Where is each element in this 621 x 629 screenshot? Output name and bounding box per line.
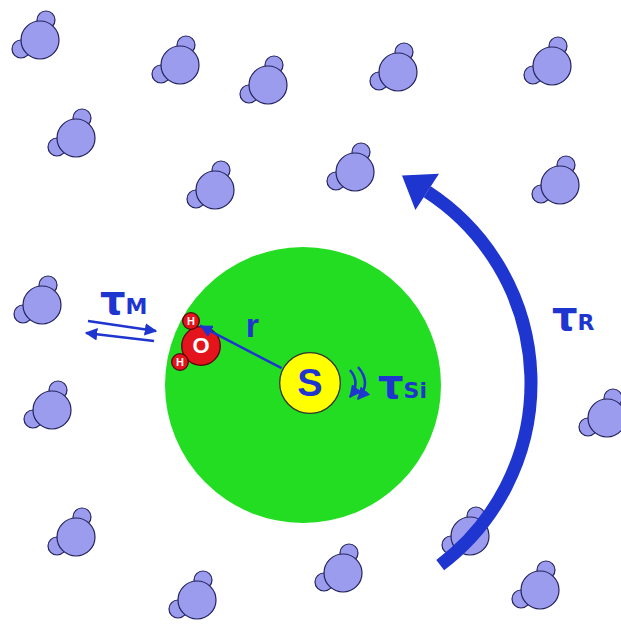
spin-time-label: τSi — [378, 364, 427, 404]
atom-label: H — [187, 316, 195, 327]
hydrogen-atom: H — [171, 353, 189, 371]
water-molecule — [187, 161, 234, 209]
distance-label: r — [246, 308, 259, 342]
water-molecule — [240, 56, 287, 104]
water-molecule — [169, 571, 216, 619]
water-molecule — [532, 156, 579, 204]
water-molecule — [14, 276, 61, 324]
atom-label: O — [192, 335, 209, 357]
oxygen-atom: O — [181, 326, 221, 366]
rotation-arrowhead — [402, 174, 439, 210]
water-molecule — [524, 37, 571, 85]
water-molecule — [315, 544, 362, 592]
water-molecule — [327, 143, 374, 191]
water-molecule — [579, 389, 621, 437]
water-molecule — [48, 508, 95, 556]
atom-label: H — [176, 357, 184, 368]
water-molecule — [12, 11, 59, 59]
water-molecule — [152, 36, 199, 84]
rotation-arrow — [427, 192, 531, 565]
hydrogen-atom: H — [182, 312, 200, 330]
rotation-time-label: τR — [552, 296, 594, 336]
atom-label: S — [297, 364, 322, 402]
hydration-sphere — [165, 247, 441, 523]
exchange-arrow — [86, 333, 154, 341]
spin-arrow — [358, 367, 365, 399]
spin-arrow — [350, 370, 356, 397]
water-molecule — [370, 43, 417, 91]
solute-sphere: S — [279, 352, 341, 414]
water-molecule — [48, 109, 95, 157]
water-molecule — [512, 561, 559, 609]
water-molecule — [24, 381, 71, 429]
exchange-time-label: τM — [100, 280, 147, 320]
